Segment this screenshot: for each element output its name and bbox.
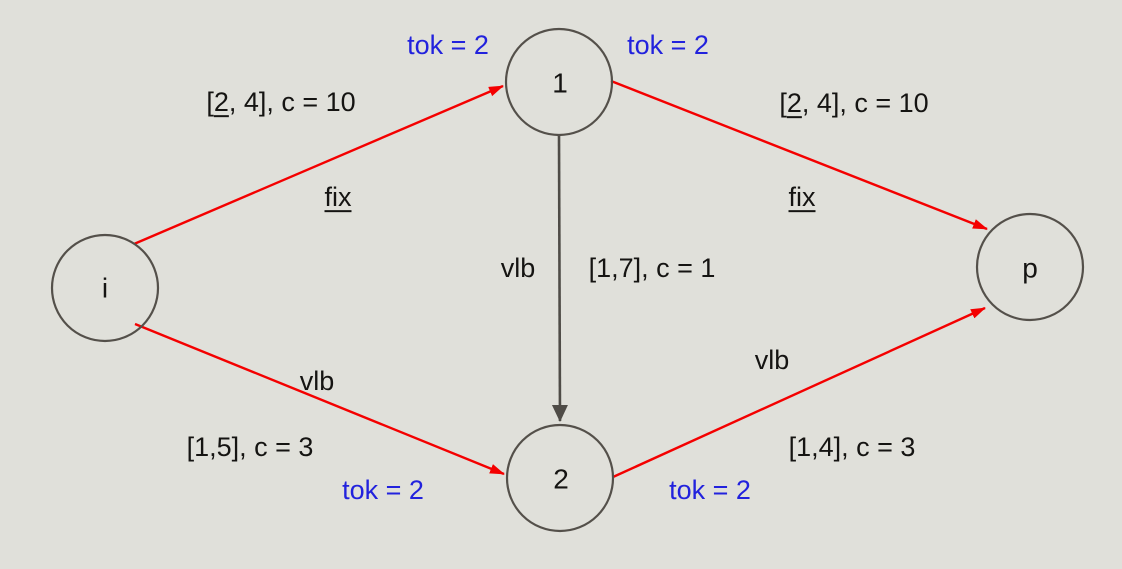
- node-1-label: 1: [552, 67, 568, 99]
- interval-open: [: [779, 88, 787, 119]
- node-p: [975, 212, 1085, 322]
- edge-i-to-2-interval-label: [1,5], c = 3: [186, 432, 314, 463]
- node-2-label: 2: [553, 463, 569, 495]
- edge-1-to-2: [551, 135, 568, 422]
- token-label-node1-left: tok = 2: [407, 30, 489, 61]
- token-label-node2-left: tok = 2: [342, 475, 424, 506]
- interval-rest: , 4], c = 10: [228, 87, 356, 118]
- edge-i-to-1-interval-label: [2, 4], c = 10: [206, 87, 356, 118]
- node-1: [504, 27, 614, 137]
- interval-rest: , 4], c = 10: [801, 88, 929, 119]
- interval-lower-bound: 2: [786, 88, 802, 119]
- edge-1-to-p: [610, 79, 988, 231]
- edge-i-to-1: [133, 84, 504, 246]
- edge-2-to-p: [612, 306, 986, 479]
- edge-1-to-2-interval-label: [1,7], c = 1: [588, 253, 716, 284]
- node-2: [505, 423, 615, 533]
- interval-lower-bound: 2: [213, 87, 229, 118]
- edge-1-to-p-kind-label: fix: [788, 182, 816, 213]
- edge-1-to-p-interval-label: [2, 4], c = 10: [779, 88, 929, 119]
- token-label-node1-right: tok = 2: [627, 30, 709, 61]
- edge-1-to-2-kind-label: vlb: [500, 253, 536, 284]
- interval-open: [: [206, 87, 214, 118]
- edge-2-to-p-kind-label: vlb: [754, 345, 790, 376]
- edge-i-to-1-kind-label: fix: [324, 182, 352, 213]
- token-label-node2-right: tok = 2: [669, 475, 751, 506]
- edge-2-to-p-interval-label: [1,4], c = 3: [788, 432, 916, 463]
- edge-i-to-2: [134, 322, 505, 476]
- node-i-label: i: [101, 272, 109, 304]
- node-i: [50, 233, 160, 343]
- edge-i-to-2-kind-label: vlb: [299, 366, 335, 397]
- node-p-label: p: [1022, 252, 1038, 284]
